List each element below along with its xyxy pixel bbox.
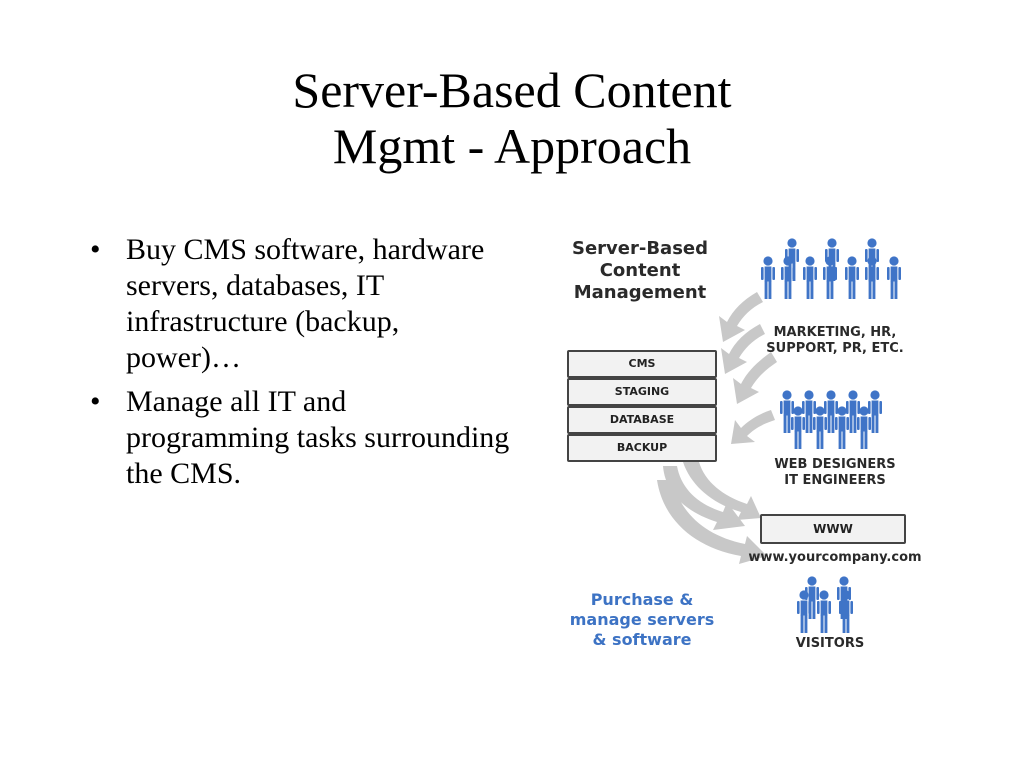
diagram-title-line: Content bbox=[599, 260, 681, 281]
flow-arrow bbox=[719, 292, 763, 342]
stack-layer-backup: BACKUP bbox=[567, 434, 717, 462]
stack-layer-cms: CMS bbox=[567, 350, 717, 378]
visitors-label: VISITORS bbox=[795, 636, 865, 651]
diagram-graphics bbox=[657, 238, 901, 633]
slide-title-line-1: Server-Based Content bbox=[292, 62, 732, 118]
flow-arrows bbox=[657, 292, 777, 564]
slide-title: Server-Based Content Mgmt - Approach bbox=[0, 62, 1024, 174]
flow-arrow bbox=[731, 410, 775, 444]
cms-diagram: Server-Based Content Management CMS STAG… bbox=[555, 230, 935, 660]
web-team-group-label: WEB DESIGNERS IT ENGINEERS bbox=[750, 457, 920, 489]
marketing-group-label: MARKETING, HR, SUPPORT, PR, ETC. bbox=[750, 325, 920, 357]
bullet-list: • Buy CMS software, hardware servers, da… bbox=[90, 232, 510, 500]
bullet-item: • Manage all IT and programming tasks su… bbox=[90, 384, 510, 492]
flow-arrow bbox=[683, 462, 761, 520]
web-team-people-icon bbox=[780, 390, 882, 449]
bullet-item: • Buy CMS software, hardware servers, da… bbox=[90, 232, 510, 376]
www-box: WWW bbox=[760, 514, 906, 544]
purchase-note-line: manage servers bbox=[569, 610, 715, 629]
slide-title-line-2: Mgmt - Approach bbox=[332, 118, 692, 174]
stack-layer-staging: STAGING bbox=[567, 378, 717, 406]
group-label-line: SUPPORT, PR, ETC. bbox=[766, 341, 904, 356]
flow-arrow bbox=[733, 352, 777, 404]
marketing-people-icon bbox=[761, 238, 901, 299]
group-label-line: MARKETING, HR, bbox=[773, 325, 897, 340]
purchase-note-line: Purchase & bbox=[590, 590, 694, 609]
stack-layer-database: DATABASE bbox=[567, 406, 717, 434]
bullet-text: Manage all IT and programming tasks surr… bbox=[126, 385, 510, 490]
bullet-text: Buy CMS software, hardware servers, data… bbox=[126, 233, 485, 374]
purchase-note: Purchase & manage servers & software bbox=[557, 590, 727, 650]
group-label-line: WEB DESIGNERS bbox=[774, 457, 896, 472]
diagram-title-line: Server-Based bbox=[571, 238, 708, 259]
group-label-line: IT ENGINEERS bbox=[784, 473, 886, 488]
bullet-marker: • bbox=[90, 233, 101, 266]
diagram-title-line: Management bbox=[573, 282, 707, 303]
visitors-people-icon bbox=[797, 576, 853, 633]
company-url: www.yourcompany.com bbox=[748, 550, 922, 565]
flow-arrow bbox=[663, 466, 745, 530]
flow-arrow bbox=[657, 480, 767, 564]
bullet-marker: • bbox=[90, 385, 101, 418]
flow-arrow bbox=[721, 324, 765, 374]
purchase-note-line: & software bbox=[592, 630, 692, 649]
diagram-title: Server-Based Content Management bbox=[555, 238, 725, 304]
